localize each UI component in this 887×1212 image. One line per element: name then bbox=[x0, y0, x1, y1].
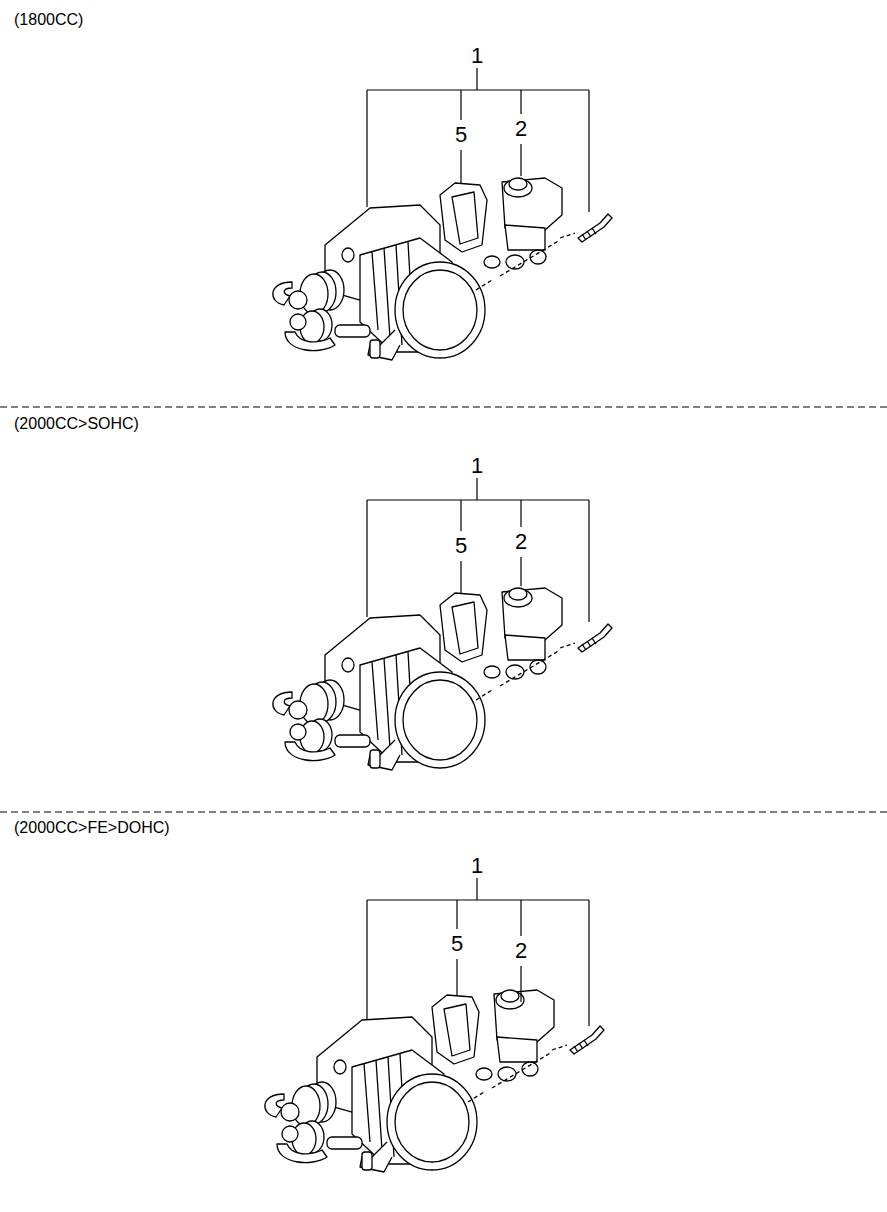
callout-number: 1 bbox=[471, 455, 483, 477]
section-divider bbox=[0, 407, 887, 812]
callout-number: 2 bbox=[515, 531, 527, 553]
callout-number: 2 bbox=[515, 940, 527, 962]
section-heading: (2000CC>FE>DOHC) bbox=[14, 820, 170, 836]
callout-number: 5 bbox=[451, 933, 463, 955]
throttle-body bbox=[273, 588, 612, 770]
throttle-body bbox=[273, 178, 612, 360]
callout-bracket bbox=[367, 68, 589, 1026]
section-heading: (1800CC) bbox=[14, 12, 83, 28]
section-heading: (2000CC>SOHC) bbox=[14, 416, 139, 432]
callout-number: 5 bbox=[455, 535, 467, 557]
callout-number: 5 bbox=[455, 124, 467, 146]
throttle-body bbox=[265, 990, 604, 1172]
callout-number: 1 bbox=[471, 45, 483, 67]
callout-number: 2 bbox=[515, 118, 527, 140]
callout-number: 1 bbox=[471, 855, 483, 877]
